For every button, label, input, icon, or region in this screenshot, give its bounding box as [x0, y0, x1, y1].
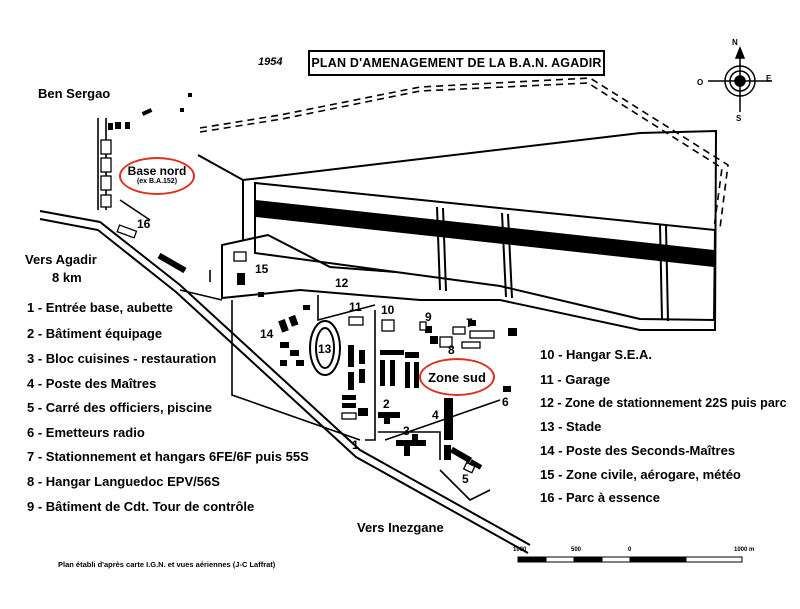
map-number-11: 11: [349, 300, 362, 314]
outline-buildings: [100, 139, 495, 474]
map-number-4: 4: [432, 408, 439, 422]
legend-item-14: 14 - Poste des Seconds-Maîtres: [540, 443, 736, 458]
map-number-2: 2: [383, 397, 390, 411]
scale-tick-1000-m: 1000 m: [734, 547, 755, 553]
outer-boundary: [197, 129, 718, 331]
map-number-12: 12: [335, 276, 349, 290]
place-vers-agadir: Vers Agadir: [25, 252, 97, 267]
map-number-3: 3: [403, 424, 410, 438]
map-number-10: 10: [381, 303, 395, 317]
map-number-16: 16: [137, 217, 151, 231]
map-number-9: 9: [425, 310, 432, 324]
legend-item-10: 10 - Hangar S.E.A.: [540, 347, 652, 362]
place-vers-agadir-distance: 8 km: [52, 270, 82, 285]
map-number-7: 7: [466, 316, 473, 330]
place-ben-sergao: Ben Sergao: [38, 86, 111, 101]
compass-east: E: [766, 74, 772, 83]
internal-roads: [97, 118, 501, 501]
place-vers-inezgane: Vers Inezgane: [357, 520, 444, 535]
map-number-8: 8: [448, 343, 455, 357]
stadium: [309, 320, 341, 376]
legend-item-15: 15 - Zone civile, aérogare, météo: [540, 467, 741, 482]
scale-tick-500: 500: [571, 547, 582, 553]
legend-item-1: 1 - Entrée base, aubette: [27, 300, 173, 315]
zone-sud: Zone sud: [419, 358, 495, 396]
legend-item-11: 11 - Garage: [540, 372, 611, 387]
legend-item-3: 3 - Bloc cuisines - restauration: [27, 351, 217, 366]
legend-item-4: 4 - Poste des Maîtres: [27, 376, 157, 391]
scale-tick-1000: 1000: [513, 547, 527, 553]
scale-bar: [517, 556, 743, 563]
buildings: [108, 93, 517, 470]
main-road: [39, 210, 531, 554]
zone-base-nord-sublabel: (ex B.A.152): [136, 178, 178, 185]
scale-tick-0: 0: [628, 547, 632, 553]
legend-item-2: 2 - Bâtiment équipage: [27, 326, 163, 341]
zone-base-nord-label: Base nord: [127, 164, 187, 178]
map-number-5: 5: [462, 472, 469, 486]
compass-west: O: [697, 78, 704, 87]
legend-item-13: 13 - Stade: [540, 419, 602, 434]
map-title: PLAN D'AMENAGEMENT DE LA B.A.N. AGADIR: [308, 50, 605, 76]
map-credit: Plan établi d'après carte I.G.N. et vues…: [58, 560, 276, 569]
legend-item-12: 12 - Zone de stationnement 22S puis parc: [540, 396, 787, 410]
compass-south: S: [736, 114, 742, 123]
map-number-6: 6: [502, 395, 509, 409]
zone-sud-label: Zone sud: [428, 369, 486, 385]
map-number-14: 14: [260, 327, 274, 341]
zone-base-nord: Base nord (ex B.A.152): [119, 157, 195, 195]
legend-item-9: 9 - Bâtiment de Cdt. Tour de contrôle: [27, 499, 255, 514]
compass-north: N: [732, 38, 738, 47]
map-number-15: 15: [255, 262, 269, 276]
legend-item-8: 8 - Hangar Languedoc EPV/56S: [27, 474, 220, 489]
map-number-13: 13: [318, 342, 332, 356]
map-year: 1954: [258, 56, 283, 68]
runway: [256, 200, 714, 267]
legend-item-7: 7 - Stationnement et hangars 6FE/6F puis…: [27, 449, 309, 464]
legend-item-6: 6 - Emetteurs radio: [27, 425, 145, 440]
dashed-track: [199, 77, 729, 229]
map-number-1: 1: [352, 438, 359, 452]
legend-item-16: 16 - Parc à essence: [540, 490, 660, 505]
legend-item-5: 5 - Carré des officiers, piscine: [27, 400, 212, 415]
compass-rose: [708, 45, 772, 112]
